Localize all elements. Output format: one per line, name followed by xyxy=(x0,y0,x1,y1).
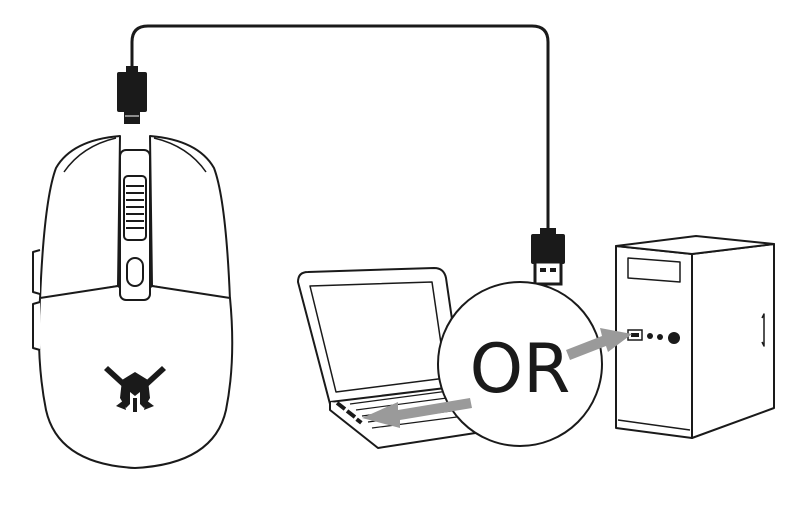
cable-strain-relief-mouse xyxy=(117,66,147,124)
or-magnifier-circle xyxy=(437,281,603,447)
mouse-side-button-front xyxy=(32,249,41,295)
arrow-to-desktop-icon xyxy=(566,328,632,360)
scroll-wheel-icon xyxy=(119,149,151,301)
laptop-icon xyxy=(297,267,509,449)
laptop-usb-ports xyxy=(335,401,363,425)
desktop-tower-icon xyxy=(615,235,775,439)
tower-drive-bay xyxy=(627,257,681,283)
mouse-left-button xyxy=(39,135,121,301)
mouse-right-button xyxy=(149,135,231,301)
mouse-side-button-back xyxy=(32,301,41,351)
or-label: OR xyxy=(470,330,571,409)
knight-helmet-logo xyxy=(104,366,166,412)
mouse-button-seams xyxy=(63,137,207,173)
tower-top xyxy=(615,235,775,255)
arrow-to-laptop-icon xyxy=(362,398,472,428)
usb-plug-icon xyxy=(531,228,565,286)
usb-cable xyxy=(130,24,550,234)
tower-side xyxy=(691,243,775,439)
gaming-mouse-icon xyxy=(32,135,234,469)
